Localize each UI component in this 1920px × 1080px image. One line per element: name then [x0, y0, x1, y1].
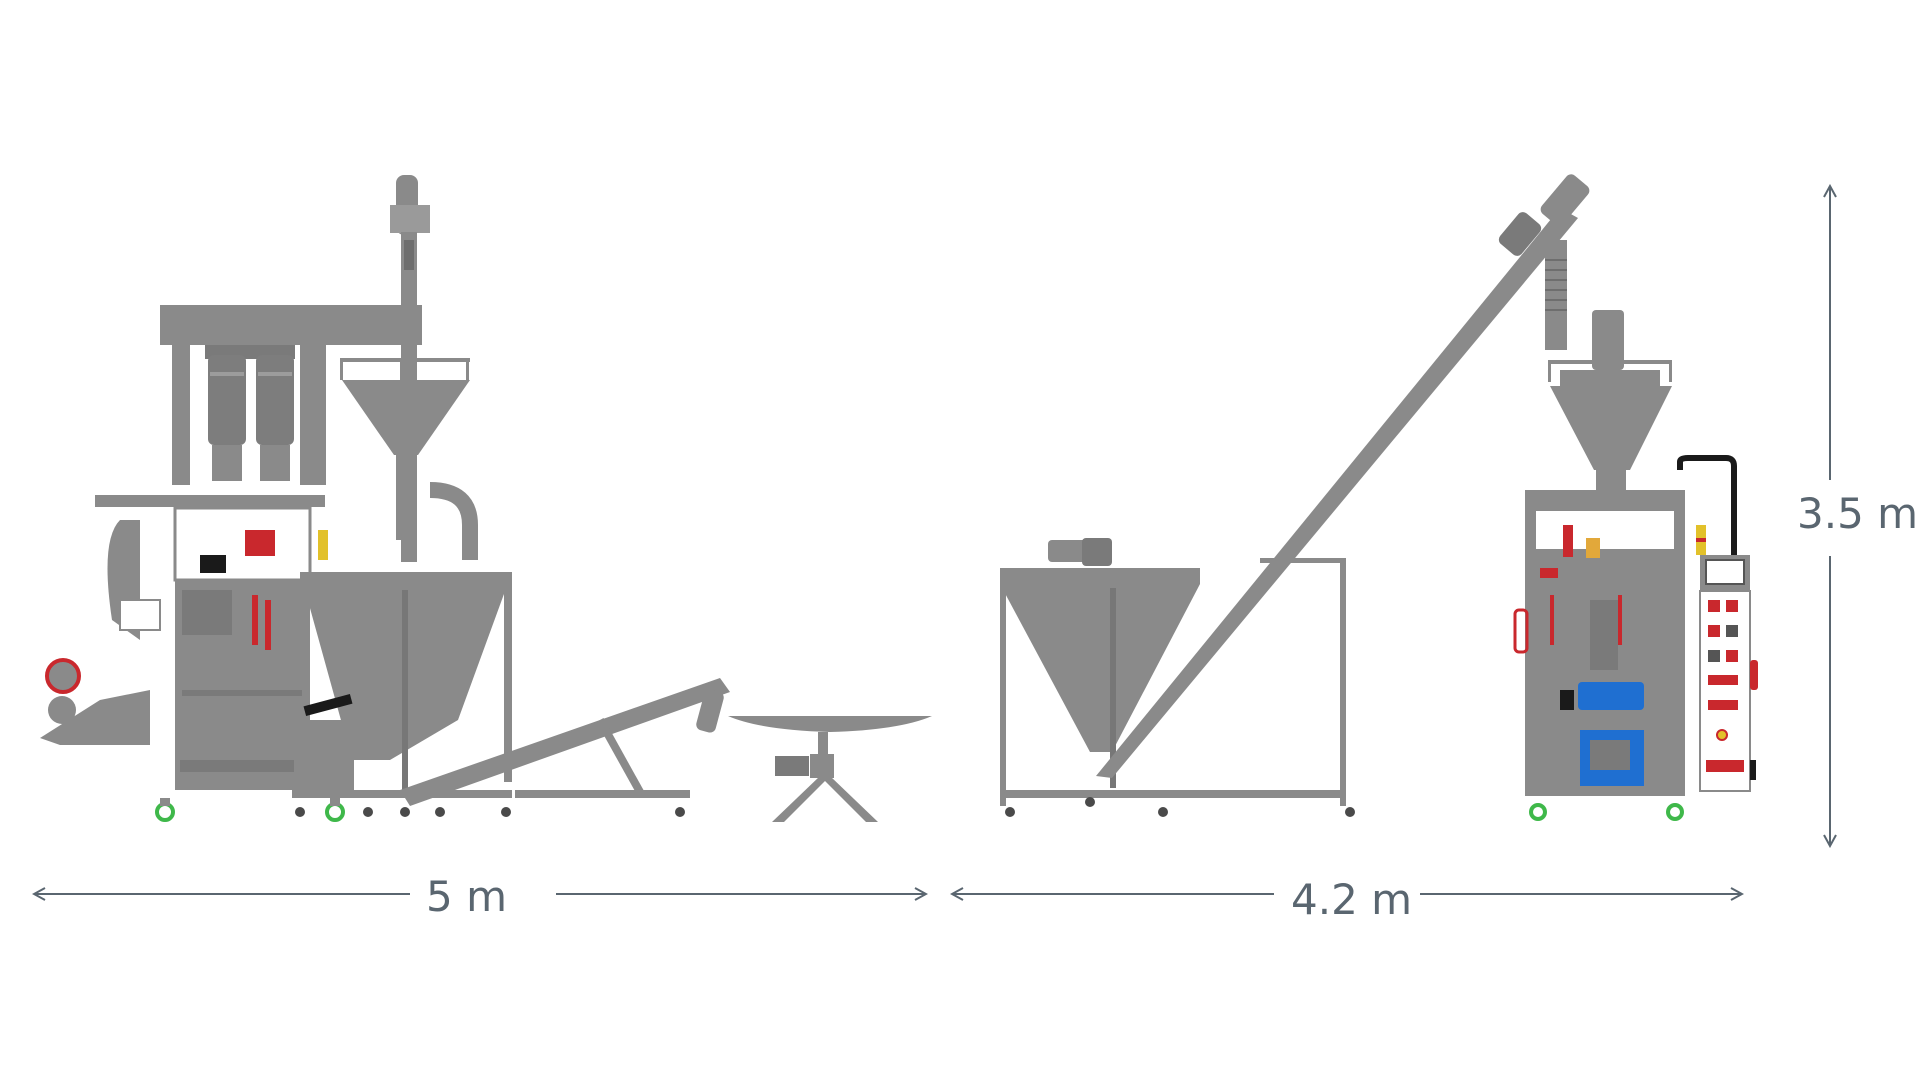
height-dimension-label: 3.5 m	[1789, 493, 1920, 535]
width-dimension-left-label: 5 m	[418, 876, 515, 918]
motor-lift-frame	[160, 305, 422, 485]
inclined-conveyor	[400, 678, 730, 806]
left-machine-line	[40, 175, 932, 822]
dimension-lines	[34, 186, 1830, 894]
right-machine-line	[1000, 174, 1758, 821]
small-hopper	[340, 358, 470, 540]
auger-filler	[1548, 310, 1672, 504]
width-dimension-right-label: 4.2 m	[1283, 879, 1421, 921]
packaging-body-left	[40, 495, 328, 790]
vffs-machine	[1513, 490, 1685, 821]
rotary-table	[728, 716, 932, 822]
screw-conveyor	[1096, 174, 1590, 778]
feed-hopper	[1000, 538, 1355, 817]
left-casters	[155, 798, 685, 822]
control-cabinet	[1677, 455, 1758, 792]
large-hopper	[292, 572, 512, 798]
